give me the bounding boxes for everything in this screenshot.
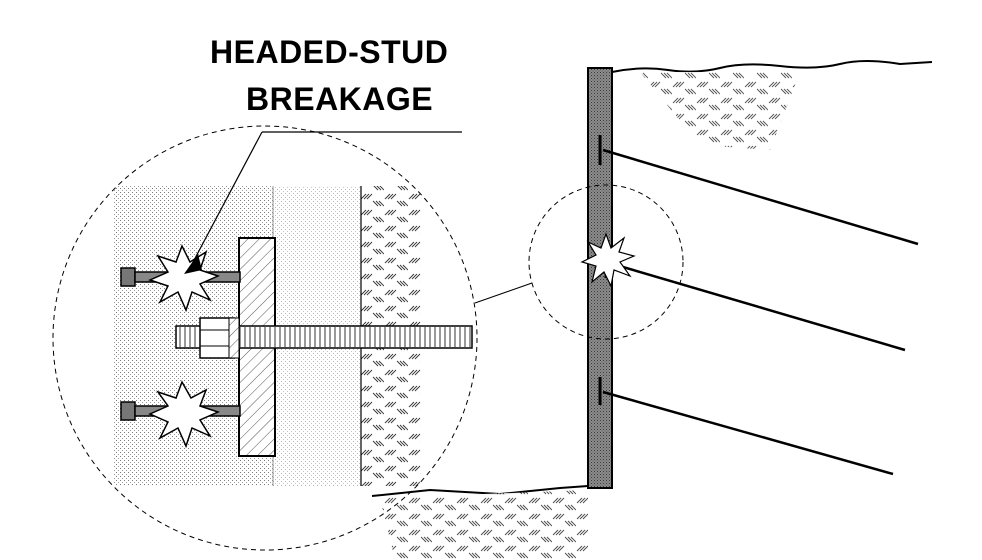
ground-surface-upper <box>611 60 933 150</box>
anchor-nut <box>199 317 240 359</box>
detail-leader-line <box>474 282 533 304</box>
tieback-lower <box>598 377 894 476</box>
tieback-middle <box>604 250 906 352</box>
tieback-upper <box>598 135 919 246</box>
stud-failure-burst-upper <box>147 244 221 313</box>
stud-failure-burst-lower <box>148 380 221 449</box>
detail-view <box>113 186 473 486</box>
detail-circle <box>52 125 478 551</box>
failure-burst-small <box>580 232 636 288</box>
callout-title-line-1: HEADED-STUD <box>210 34 448 70</box>
detail-marker-circle <box>528 184 684 340</box>
callout-title-line-2: BREAKAGE <box>246 81 433 117</box>
threaded-rod <box>175 325 473 349</box>
callout-leader <box>184 131 462 274</box>
